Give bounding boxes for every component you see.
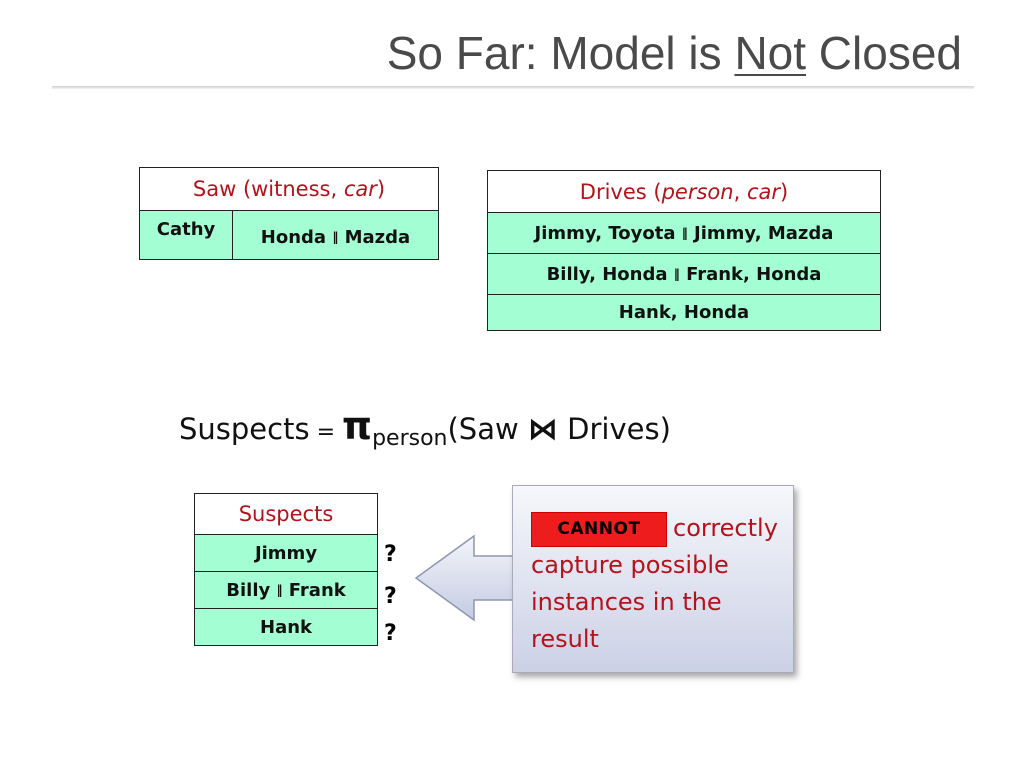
drives-row-2-right: Frank, Honda [686,263,822,285]
drives-row-3: Hank, Honda [618,302,750,323]
formula-lhs: Suspects [179,412,310,446]
slide-title: So Far: Model is Not Closed [387,26,962,80]
drives-header-attr-person: person [661,179,734,204]
table-row: Hank, Honda [487,294,881,331]
callout-message: correctly capture possible instances in … [531,514,778,653]
drives-row-1-right: Jimmy, Mazda [694,222,834,244]
saw-car-separator: ‖ [332,229,339,244]
drives-table-header: Drives (person, car) [487,170,881,213]
saw-header-attr: car [343,177,377,201]
saw-header-name: Saw (witness, [192,177,344,201]
drives-header-name: Drives ( [579,179,662,204]
title-emphasis: Not [734,27,807,79]
drives-row-1-separator: ‖ [681,225,688,240]
question-mark-icon: ? [384,621,397,646]
drives-header-attr-car: car [746,179,780,204]
suspects-table-header: Suspects [194,493,378,535]
cannot-badge: CANNOT [531,512,667,547]
suspects-row-1: Jimmy [254,542,318,564]
title-suffix: Closed [806,27,962,79]
drives-row-1-left: Jimmy, Toyota [534,222,676,244]
join-operator-icon: ⋈ [527,412,558,447]
suspects-table: Suspects Jimmy Billy ‖ Frank Hank [194,493,378,646]
saw-header-close: ) [376,177,386,201]
suspects-row-3: Hank [260,616,312,638]
projection-subscript: person [372,426,448,451]
title-prefix: So Far: Model is [386,27,735,79]
table-row: Jimmy, Toyota ‖ Jimmy, Mazda [487,212,881,254]
question-mark-icon: ? [384,584,397,609]
table-row: Hank [194,608,378,646]
drives-row-2-left: Billy, Honda [546,263,668,285]
table-row: Billy, Honda ‖ Frank, Honda [487,253,881,295]
projection-formula: Suspects = πperson(Saw ⋈ Drives) [179,404,671,451]
drives-header-comma: , [733,179,747,204]
formula-equals: = [309,420,342,445]
formula-open: (Saw [447,412,528,446]
saw-car-option-2: Mazda [344,226,411,248]
drives-header-close: ) [780,179,789,204]
question-mark-icon: ? [384,542,397,567]
title-divider [52,86,974,89]
formula-close: Drives) [557,412,671,446]
saw-table-header: Saw (witness, car) [139,167,439,211]
suspects-row-2-right: Frank [288,579,346,601]
suspects-row-2-left: Billy [226,579,277,601]
left-arrow-icon [414,534,523,622]
saw-table: Saw (witness, car) Cathy Honda ‖ Mazda [139,167,439,260]
drives-row-2-separator: ‖ [673,266,680,281]
saw-witness-cell: Cathy [139,210,233,260]
drives-table: Drives (person, car) Jimmy, Toyota ‖ Jim… [487,170,881,331]
suspects-row-2-separator: ‖ [276,582,283,597]
projection-operator: π [342,404,373,448]
table-row: Jimmy [194,534,378,572]
table-row: Billy ‖ Frank [194,571,378,609]
saw-car-cell: Honda ‖ Mazda [232,210,439,260]
saw-car-option-1: Honda [260,226,327,248]
